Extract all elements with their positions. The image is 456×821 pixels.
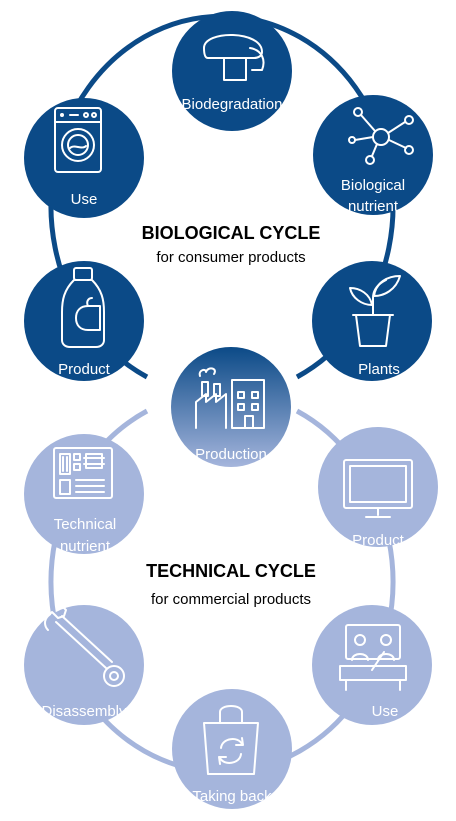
node-label-technical-nutrient-2: nutrient	[60, 538, 111, 555]
monitor-icon	[343, 459, 413, 518]
biological-cycle-subtitle: for consumer products	[156, 249, 305, 266]
node-technical-nutrient: Technical nutrient	[24, 434, 144, 555]
node-label-use-technical: Use	[372, 703, 399, 720]
node-label-taking-back: Taking back	[192, 788, 272, 805]
node-production: Production	[171, 347, 291, 467]
node-taking-back: Taking back	[172, 689, 292, 809]
wrench-icon	[44, 596, 125, 687]
node-disassembly: Disassembly	[24, 596, 144, 725]
node-biodegradation: Biodegradation	[172, 11, 292, 131]
node-label-use-biological: Use	[71, 191, 98, 208]
factory-icon	[195, 367, 265, 429]
node-label-biodegradation: Biodegradation	[182, 96, 283, 113]
recycle-bag-icon	[203, 705, 259, 775]
node-use-technical: Use	[312, 605, 432, 725]
node-label-biological-nutrient-2: nutrient	[348, 198, 399, 215]
office-desk-icon	[339, 624, 407, 691]
node-label-product-biological: Product	[58, 361, 111, 378]
washing-machine-icon	[54, 107, 102, 173]
node-biological-nutrient: Biological nutrient	[313, 95, 433, 215]
molecule-icon	[348, 107, 414, 165]
node-label-product-technical: Product	[352, 532, 405, 549]
technical-cycle-title: TECHNICAL CYCLE	[146, 561, 316, 581]
node-label-technical-nutrient-1: Technical	[54, 516, 117, 533]
node-product-biological: Product	[24, 261, 144, 381]
detergent-bottle-icon	[61, 267, 105, 348]
plant-pot-icon	[349, 275, 401, 347]
node-plants: Plants	[312, 261, 432, 381]
node-label-production: Production	[195, 446, 267, 463]
node-label-biological-nutrient-1: Biological	[341, 177, 405, 194]
circuit-board-icon	[53, 447, 113, 499]
biological-cycle-title: BIOLOGICAL CYCLE	[142, 223, 321, 243]
node-product-technical: Product	[318, 427, 438, 549]
node-label-disassembly: Disassembly	[41, 703, 127, 720]
node-use-biological: Use	[24, 98, 144, 218]
mushroom-icon	[203, 34, 265, 81]
node-label-plants: Plants	[358, 361, 400, 378]
technical-cycle-subtitle: for commercial products	[151, 591, 311, 608]
